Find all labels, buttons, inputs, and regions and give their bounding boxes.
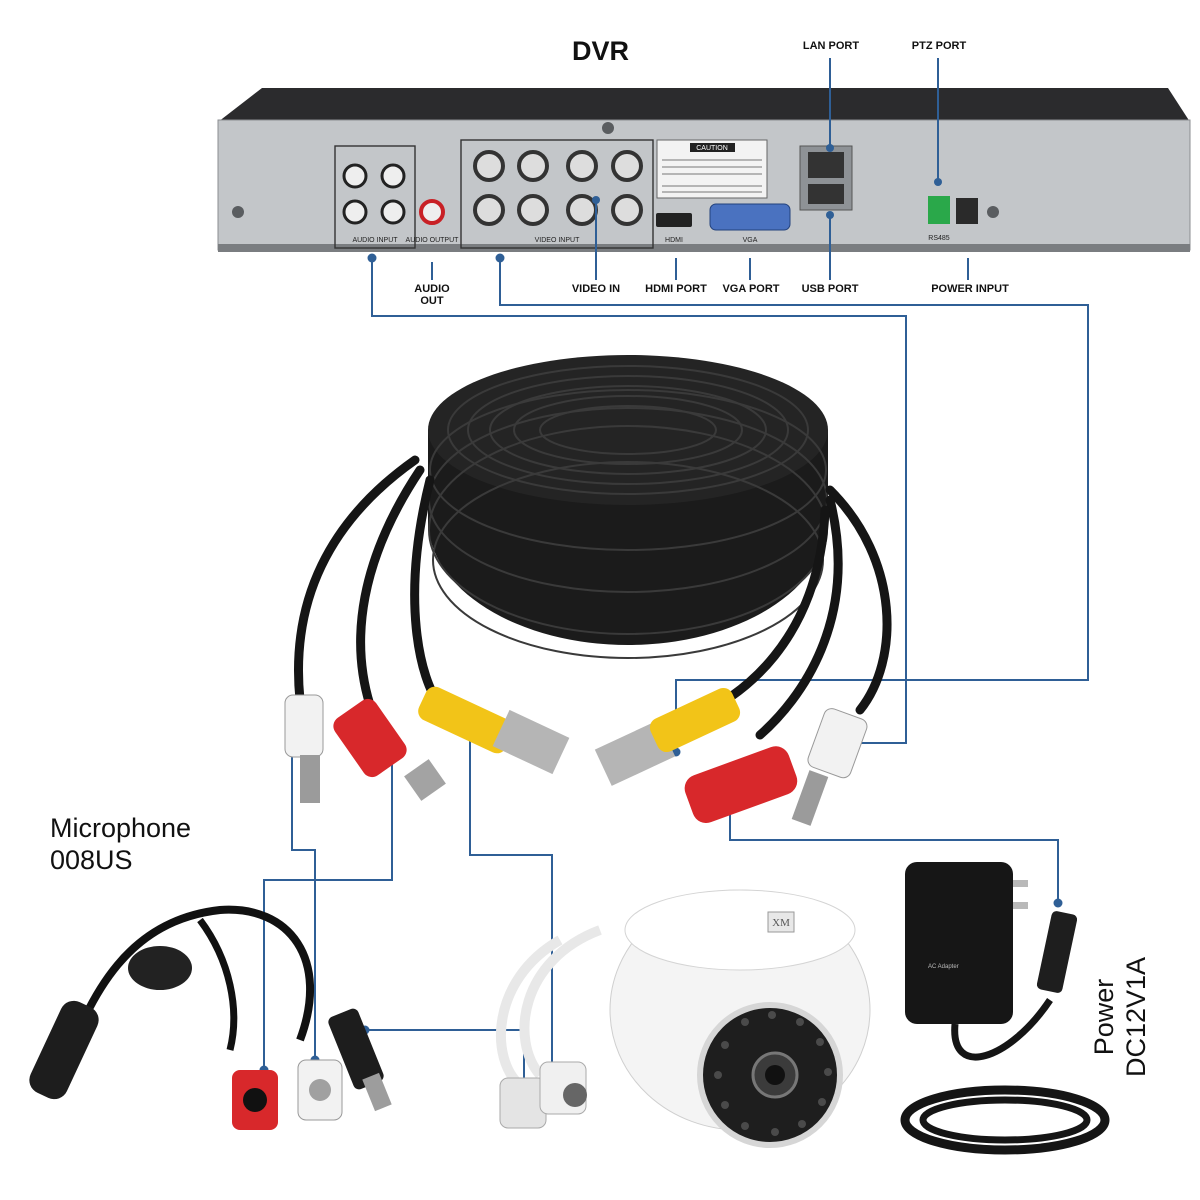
camera-brand: XM xyxy=(772,917,790,929)
microphone-assembly xyxy=(29,905,392,1130)
callout-dot xyxy=(495,253,505,263)
audio-input-panel: AUDIO INPUT xyxy=(334,145,416,249)
screw-icon xyxy=(602,122,614,134)
dc-red-right xyxy=(684,746,798,824)
rs485-label: RS485 xyxy=(928,235,950,242)
lan-usb-block xyxy=(799,145,853,211)
video-input-label: VIDEO INPUT xyxy=(535,237,580,244)
hdmi-port: HDMI xyxy=(656,213,692,244)
audio-out-label: AUDIO OUT xyxy=(414,283,450,307)
microphone-label: Microphone 008US xyxy=(50,812,191,876)
screw-icon xyxy=(232,206,244,218)
bnc-yellow-left xyxy=(418,686,570,775)
caution-sticker: CAUTION xyxy=(656,139,768,199)
bnc-yellow-right xyxy=(594,687,741,786)
callout-dot xyxy=(1053,898,1063,908)
ptz-terminal: RS485 xyxy=(928,196,950,242)
dc-power-jack xyxy=(956,198,978,224)
audio-output-label: AUDIO OUTPUT xyxy=(406,237,460,244)
video-in-label: VIDEO IN xyxy=(571,283,621,295)
callout-dot xyxy=(934,178,942,186)
screw-icon xyxy=(987,206,999,218)
power-adapter: AC Adapter xyxy=(900,862,1110,1155)
callout-dot xyxy=(592,196,600,204)
dome-camera: XM xyxy=(495,889,871,1148)
cable-coil xyxy=(428,355,828,659)
callout-dot xyxy=(826,144,834,152)
adapter-label: AC Adapter xyxy=(928,964,959,970)
usb-port-label: USB PORT xyxy=(801,283,859,295)
vga-label: VGA xyxy=(743,237,758,244)
rca-white-left xyxy=(284,694,324,803)
vga-port-label: VGA PORT xyxy=(722,283,780,295)
audio-output-jack: AUDIO OUTPUT xyxy=(406,199,460,244)
callout-dot xyxy=(367,253,377,263)
caution-label: CAUTION xyxy=(696,145,728,152)
hdmi-port-label: HDMI PORT xyxy=(645,283,707,295)
diagram-title: DVR xyxy=(572,36,630,66)
power-label-line2: DC12V1A xyxy=(1121,956,1151,1078)
audio-input-label: AUDIO INPUT xyxy=(352,237,398,244)
dc-red-left xyxy=(333,698,446,801)
microphone-label-line1: Microphone xyxy=(50,813,192,843)
power-label-line1: Power xyxy=(1089,978,1119,1056)
rca-white-right xyxy=(791,708,868,826)
ptz-port-label: PTZ PORT xyxy=(911,40,967,52)
hdmi-label: HDMI xyxy=(665,237,683,244)
power-label: Power DC12V1A xyxy=(1088,902,1152,1132)
callout-dot xyxy=(826,211,834,219)
video-input-panel: VIDEO INPUT xyxy=(460,139,654,249)
microphone-label-line2: 008US xyxy=(50,845,133,875)
power-input-label: POWER INPUT xyxy=(931,283,1009,295)
dvr-unit: AUDIO INPUT AUDIO OUTPUT VIDEO INPUT CAU… xyxy=(217,88,1191,252)
ir-led-ring xyxy=(714,1011,832,1136)
lan-port-label: LAN PORT xyxy=(802,40,860,52)
dvr-callout-lines xyxy=(431,58,969,280)
vga-port: VGA xyxy=(709,203,791,244)
